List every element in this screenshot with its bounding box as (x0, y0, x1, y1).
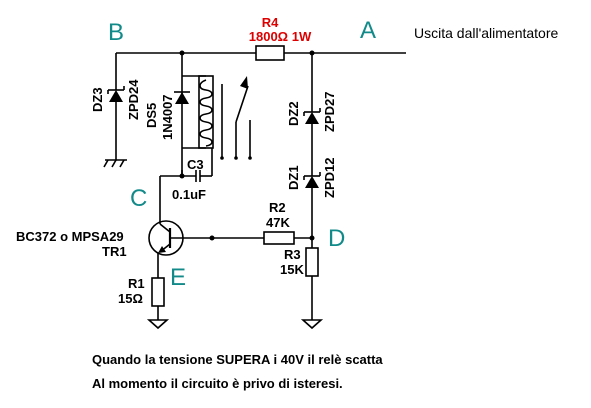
dz3-zener-symbol (109, 90, 123, 102)
ds5-name: DS5 (144, 103, 159, 128)
tr1-part: BC372 o MPSA29 (16, 229, 124, 244)
dz1-zener-symbol (305, 176, 319, 188)
node-label-a: A (360, 17, 376, 44)
tr1-name: TR1 (102, 244, 127, 259)
dz2-name: DZ2 (286, 101, 301, 126)
chassis-ground-icon (103, 159, 127, 168)
tr1-emitter-arrow (158, 246, 166, 253)
note-line-2: Al momento il circuito è privo di istere… (92, 376, 343, 391)
c3-value: 0.1uF (172, 187, 206, 202)
ds5-diode-symbol (175, 92, 189, 104)
dz3-name: DZ3 (90, 87, 105, 112)
ground-icon-left (146, 319, 170, 330)
r4-name: R4 (262, 15, 279, 30)
r4-resistor (255, 45, 285, 61)
r1-value: 15Ω (118, 291, 143, 306)
r1-name: R1 (128, 276, 145, 291)
relay-arrow-icon (240, 76, 248, 89)
r4-value: 1800Ω 1W (249, 29, 312, 44)
relay-switch-arm (235, 85, 249, 123)
r2-value: 47K (266, 215, 290, 230)
r1-resistor (151, 277, 165, 307)
relay-coil-box (198, 75, 214, 149)
c3-name: C3 (187, 157, 204, 172)
output-label: Uscita dall'alimentatore (414, 25, 559, 41)
note-line-1: Quando la tensione SUPERA i 40V il relè … (92, 352, 383, 367)
r3-value: 15K (280, 262, 304, 277)
ds5-part: 1N4007 (160, 94, 175, 140)
tr1-collector-lead (159, 223, 171, 233)
dz3-part: ZPD24 (126, 79, 141, 120)
dz2-zener-symbol (305, 112, 319, 124)
node-label-d: D (328, 225, 345, 252)
node-label-e: E (170, 264, 186, 291)
ground-icon-right (300, 319, 324, 330)
dz1-name: DZ1 (286, 165, 301, 190)
node-label-b: B (108, 19, 124, 46)
node-label-c: C (130, 185, 147, 212)
dz1-part: ZPD12 (322, 158, 337, 198)
r3-name: R3 (284, 247, 301, 262)
r2-name: R2 (269, 200, 286, 215)
r2-resistor (263, 231, 295, 245)
dz2-part: ZPD27 (322, 92, 337, 132)
relay-coil-winding (199, 79, 213, 147)
r3-resistor (305, 247, 319, 277)
